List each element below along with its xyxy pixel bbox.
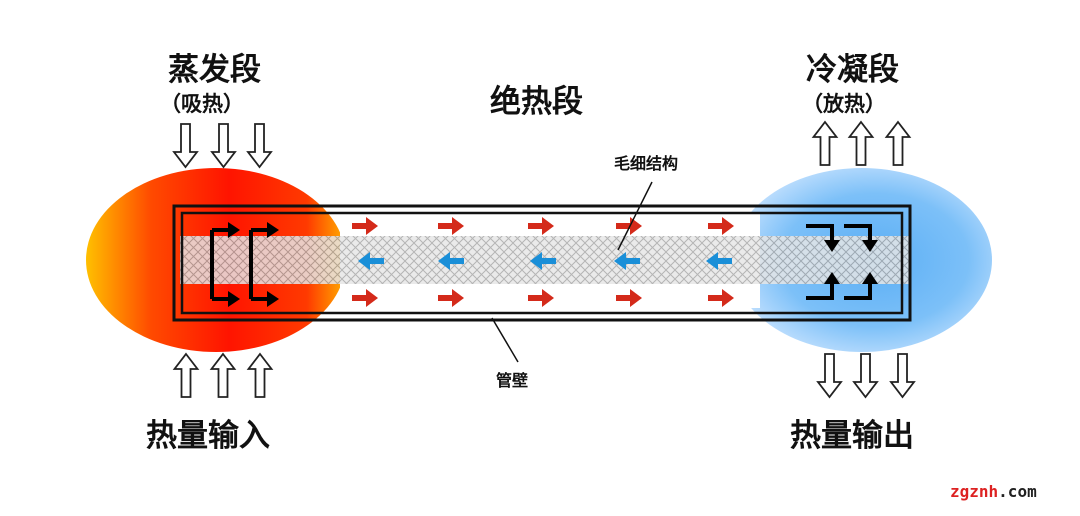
vaporization-arrowhead-icon xyxy=(228,291,240,307)
wick-leader-line xyxy=(617,181,653,251)
watermark-brand: zgznh xyxy=(950,482,999,501)
hollow-up-arrow-icon xyxy=(209,352,237,398)
hollow-down-arrow-icon xyxy=(172,123,199,169)
liquid-return-flow xyxy=(358,252,732,270)
hollow-up-arrow-icon xyxy=(884,120,912,166)
condensation-arrowhead-icon xyxy=(824,240,840,252)
liquid-flow-arrow-icon xyxy=(614,252,640,270)
adiabatic-section-title: 绝热段 xyxy=(490,84,583,120)
vapor-flow-arrow-icon xyxy=(616,289,642,307)
vapor-flow-arrow-icon xyxy=(708,217,734,235)
condensation-arrowhead-icon xyxy=(824,272,840,284)
evaporator-vaporization-arrows xyxy=(210,228,268,301)
wall-leader-line xyxy=(491,317,519,363)
hollow-down-arrow-icon xyxy=(816,353,843,399)
vapor-flow-arrow-icon xyxy=(528,289,554,307)
heat-input-arrows-bottom xyxy=(172,352,274,398)
site-watermark: zgznh.com xyxy=(950,482,1037,501)
vaporization-arrow-icon xyxy=(249,228,268,301)
condenser-section-subtitle: （放热） xyxy=(802,92,886,116)
condensation-arrow-icon xyxy=(806,283,834,300)
vapor-flow-arrow-icon xyxy=(352,217,378,235)
watermark-tld: .com xyxy=(998,482,1037,501)
evaporator-section-subtitle: （吸热） xyxy=(160,92,244,116)
vapor-flow-top xyxy=(352,217,734,235)
condensation-arrow-icon xyxy=(806,224,834,241)
tube-wall-label: 管壁 xyxy=(496,371,529,390)
wick-structure-label: 毛细结构 xyxy=(614,154,679,173)
vapor-flow-arrow-icon xyxy=(708,289,734,307)
heat-input-label: 热量输入 xyxy=(146,418,270,454)
condensation-arrow-icon xyxy=(844,283,872,300)
hollow-up-arrow-icon xyxy=(246,352,274,398)
hollow-down-arrow-icon xyxy=(246,123,273,169)
vapor-flow-arrow-icon xyxy=(438,289,464,307)
condensation-arrowhead-icon xyxy=(862,272,878,284)
condenser-condensation-arrows xyxy=(806,224,872,300)
heat-output-arrows-top xyxy=(811,120,912,166)
condenser-section-title: 冷凝段 xyxy=(806,52,899,88)
condensation-arrowhead-icon xyxy=(862,240,878,252)
liquid-flow-arrow-icon xyxy=(358,252,384,270)
condenser-arrowheads xyxy=(824,240,878,284)
tube-wall-outer xyxy=(172,204,912,322)
hollow-up-arrow-icon xyxy=(172,352,200,398)
liquid-flow-arrow-icon xyxy=(438,252,464,270)
vapor-flow-bottom xyxy=(352,289,734,307)
evaporator-arrowheads xyxy=(228,222,279,307)
vaporization-arrowhead-icon xyxy=(228,222,240,238)
vapor-flow-arrow-icon xyxy=(438,217,464,235)
liquid-flow-arrow-icon xyxy=(706,252,732,270)
vaporization-arrowhead-icon xyxy=(267,291,279,307)
hollow-down-arrow-icon xyxy=(889,353,916,399)
hollow-down-arrow-icon xyxy=(210,123,237,169)
heat-input-arrows-top xyxy=(172,123,273,169)
liquid-flow-arrow-icon xyxy=(530,252,556,270)
heat-output-arrows-bottom xyxy=(816,353,916,399)
vaporization-arrowhead-icon xyxy=(267,222,279,238)
tube-wall-inner xyxy=(180,211,904,315)
vapor-flow-arrow-icon xyxy=(352,289,378,307)
vaporization-arrow-icon xyxy=(210,228,229,301)
hollow-down-arrow-icon xyxy=(852,353,879,399)
evaporator-section-title: 蒸发段 xyxy=(168,52,261,88)
vapor-flow-arrow-icon xyxy=(528,217,554,235)
hollow-up-arrow-icon xyxy=(847,120,875,166)
hollow-up-arrow-icon xyxy=(811,120,839,166)
vapor-flow-arrow-icon xyxy=(616,217,642,235)
heat-output-label: 热量输出 xyxy=(790,418,914,454)
condensation-arrow-icon xyxy=(844,224,872,241)
